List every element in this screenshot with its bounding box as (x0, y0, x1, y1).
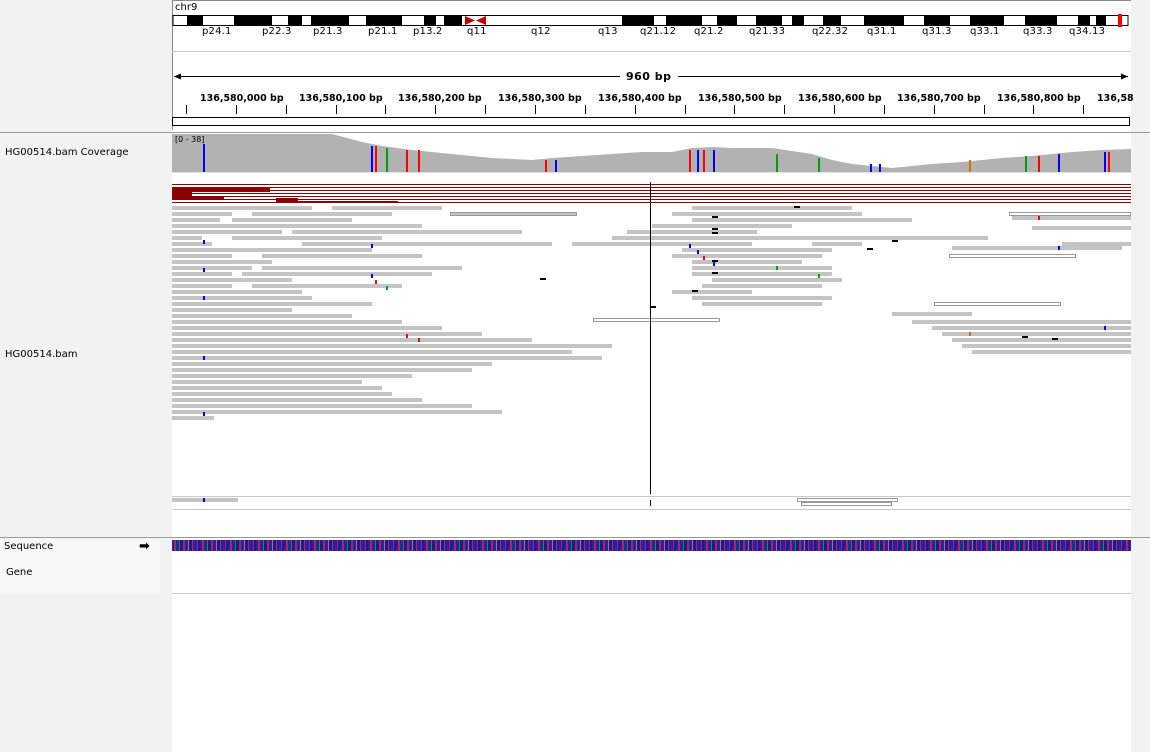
track-name-panel (0, 0, 160, 752)
ruler-baseline (172, 117, 1130, 126)
discordant-read-blocks (172, 188, 398, 203)
band-label: q21.12 (640, 26, 677, 37)
discordant-reads (172, 184, 1131, 203)
cytoband-dark (924, 16, 950, 25)
ruler-tick-label: 136,580,500 bp (698, 93, 782, 104)
coverage-track-name[interactable]: HG00514.bam Coverage (5, 147, 129, 158)
feature-track-names (0, 538, 160, 593)
band-label: q12 (531, 26, 551, 37)
cytoband-dark (666, 16, 702, 25)
band-label: q31.3 (922, 26, 952, 37)
cytoband-dark (444, 16, 462, 25)
coverage-track[interactable] (172, 132, 1131, 174)
cytoband-dark (864, 16, 904, 25)
attribute-panel (1131, 0, 1150, 752)
sequence-bases (172, 540, 1131, 551)
aligned-reads (172, 206, 1131, 502)
band-label: p13.2 (413, 26, 443, 37)
ruler-tick-label: 136,580,300 bp (498, 93, 582, 104)
coverage-histogram (172, 134, 1131, 172)
chromosome-ideogram[interactable] (172, 14, 1131, 28)
centromere-icon (465, 16, 475, 25)
band-label: q22.32 (812, 26, 849, 37)
cytoband-dark (187, 16, 203, 25)
band-label: q33.1 (970, 26, 1000, 37)
gene-divider (172, 593, 1131, 594)
alignment-track-name[interactable]: HG00514.bam (5, 349, 78, 360)
chromosome-name[interactable]: chr9 (175, 2, 198, 13)
ruler-ticks (172, 105, 1130, 126)
cytoband-dark (424, 16, 436, 25)
band-label: q33.3 (1023, 26, 1053, 37)
cytoband-dark (756, 16, 782, 25)
band-label: p22.3 (262, 26, 292, 37)
header-left-border (172, 0, 173, 130)
cytoband-dark (622, 16, 654, 25)
right-arrow-icon[interactable]: ➡ (139, 539, 150, 554)
ruler-tick-label: 136,580,700 bp (897, 93, 981, 104)
split-reads (450, 212, 1131, 506)
ruler-tick-label: 136,580,800 bp (997, 93, 1081, 104)
cytoband-dark (970, 16, 1004, 25)
ruler-tick-label: 136,580,200 bp (398, 93, 482, 104)
band-label: p24.1 (202, 26, 232, 37)
cytoband-dark (792, 16, 804, 25)
ideogram-divider (172, 51, 1131, 52)
ruler-tick-label: 136,58 (1097, 93, 1134, 104)
sequence-track-name[interactable]: Sequence (4, 541, 54, 552)
span-label: 960 bp (620, 70, 678, 83)
coverage-mismatch-marks (203, 144, 1110, 172)
header-divider (0, 132, 1150, 133)
band-label: p21.1 (368, 26, 398, 37)
ruler-tick-label: 136,580,000 bp (200, 93, 284, 104)
insertion-marks (540, 206, 1058, 340)
cytoband-dark (1096, 16, 1106, 25)
band-label: q21.2 (694, 26, 724, 37)
band-label: q13 (598, 26, 618, 37)
cytoband-dark (234, 16, 272, 25)
band-label: q21.33 (749, 26, 786, 37)
feature-panel-divider (0, 537, 1150, 538)
cytoband-dark (1078, 16, 1090, 25)
cytoband-dark (1025, 16, 1057, 25)
header-top-border (172, 0, 1131, 1)
panel-divider[interactable] (160, 0, 172, 752)
band-label: q34.13 (1069, 26, 1106, 37)
band-label: q11 (467, 26, 487, 37)
centromere-icon (476, 16, 486, 25)
ruler-tick-marks (186, 105, 1084, 114)
band-label: p21.3 (313, 26, 343, 37)
cytoband-dark (366, 16, 402, 25)
ruler-tick-label: 136,580,100 bp (299, 93, 383, 104)
alignment-track[interactable] (172, 176, 1131, 516)
coverage-range-label: [0 - 38] (175, 135, 205, 144)
current-view-marker (1118, 14, 1122, 27)
read-mismatches (203, 216, 1106, 502)
sequence-track[interactable] (172, 540, 1131, 551)
cytoband-dark (311, 16, 349, 25)
cytoband-dark (717, 16, 737, 25)
cytoband-dark (823, 16, 841, 25)
ruler-tick-label: 136,580,400 bp (598, 93, 682, 104)
gene-track-name[interactable]: Gene (6, 567, 33, 578)
ruler-tick-label: 136,580,600 bp (798, 93, 882, 104)
cytoband-dark (288, 16, 302, 25)
band-label: q31.1 (867, 26, 897, 37)
